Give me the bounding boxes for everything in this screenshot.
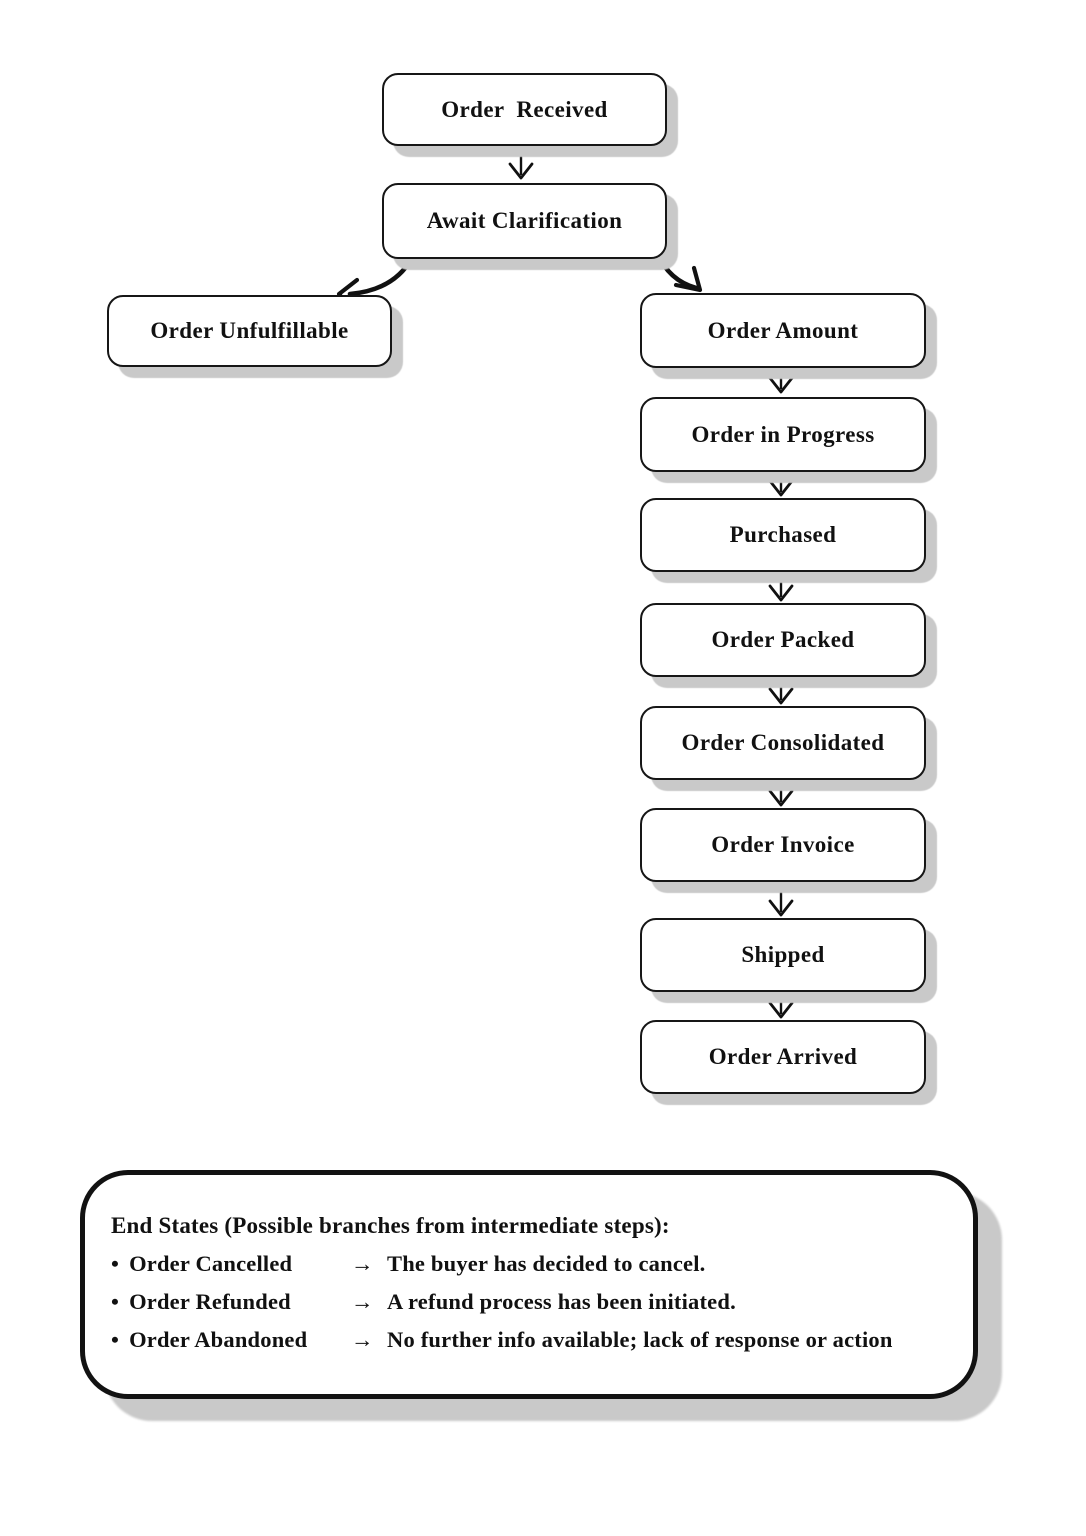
end-states-panel: End States (Possible branches from inter… [80,1170,978,1399]
node-shipped: Shipped [640,918,926,992]
node-order-invoice: Order Invoice [640,808,926,882]
node-order-consolidated: Order Consolidated [640,706,926,780]
node-purchased: Purchased [640,498,926,572]
bullet-icon: • [111,1251,120,1276]
arrow-await-to-amount [654,249,703,293]
node-await-clarification: Await Clarification [382,183,667,259]
node-order-unfulfillable: Order Unfulfillable [107,295,392,367]
arrow-in-progress-to-purchased [768,470,794,497]
arrow-invoice-to-shipped [768,880,794,917]
node-order-received: Order Received [382,73,667,146]
end-state-item-cancelled: • Order Cancelled → The buyer has decided… [111,1245,945,1283]
end-state-label: Order Abandoned [129,1327,308,1352]
arrow-purchased-to-packed [768,570,794,602]
end-state-name: • Order Refunded [111,1283,351,1321]
end-state-name: • Order Cancelled [111,1245,351,1283]
arrow-shipped-to-arrived [768,990,794,1019]
bullet-icon: • [111,1327,120,1352]
arrow-packed-to-consolidated [768,675,794,705]
arrow-received-to-await [508,146,534,180]
end-state-label: Order Cancelled [129,1251,293,1276]
end-state-item-refunded: • Order Refunded → A refund process has b… [111,1283,945,1321]
node-order-arrived: Order Arrived [640,1020,926,1094]
node-order-packed: Order Packed [640,603,926,677]
node-order-amount: Order Amount [640,293,926,368]
right-arrow-icon: → [351,1289,374,1314]
end-state-item-abandoned: • Order Abandoned → No further info avail… [111,1321,945,1359]
right-arrow-icon: → [351,1327,374,1352]
node-order-in-progress: Order in Progress [640,397,926,472]
bullet-icon: • [111,1289,120,1314]
end-state-name: • Order Abandoned [111,1321,351,1359]
arrow-amount-to-in-progress [768,367,794,394]
end-state-description: The buyer has decided to cancel. [387,1251,706,1276]
end-states-title: End States (Possible branches from inter… [111,1213,670,1238]
right-arrow-icon: → [351,1251,374,1276]
arrow-consolidated-to-invoice [768,778,794,807]
end-state-description: A refund process has been initiated. [387,1289,736,1314]
end-state-label: Order Refunded [129,1289,291,1314]
end-state-description: No further info available; lack of respo… [387,1327,893,1352]
